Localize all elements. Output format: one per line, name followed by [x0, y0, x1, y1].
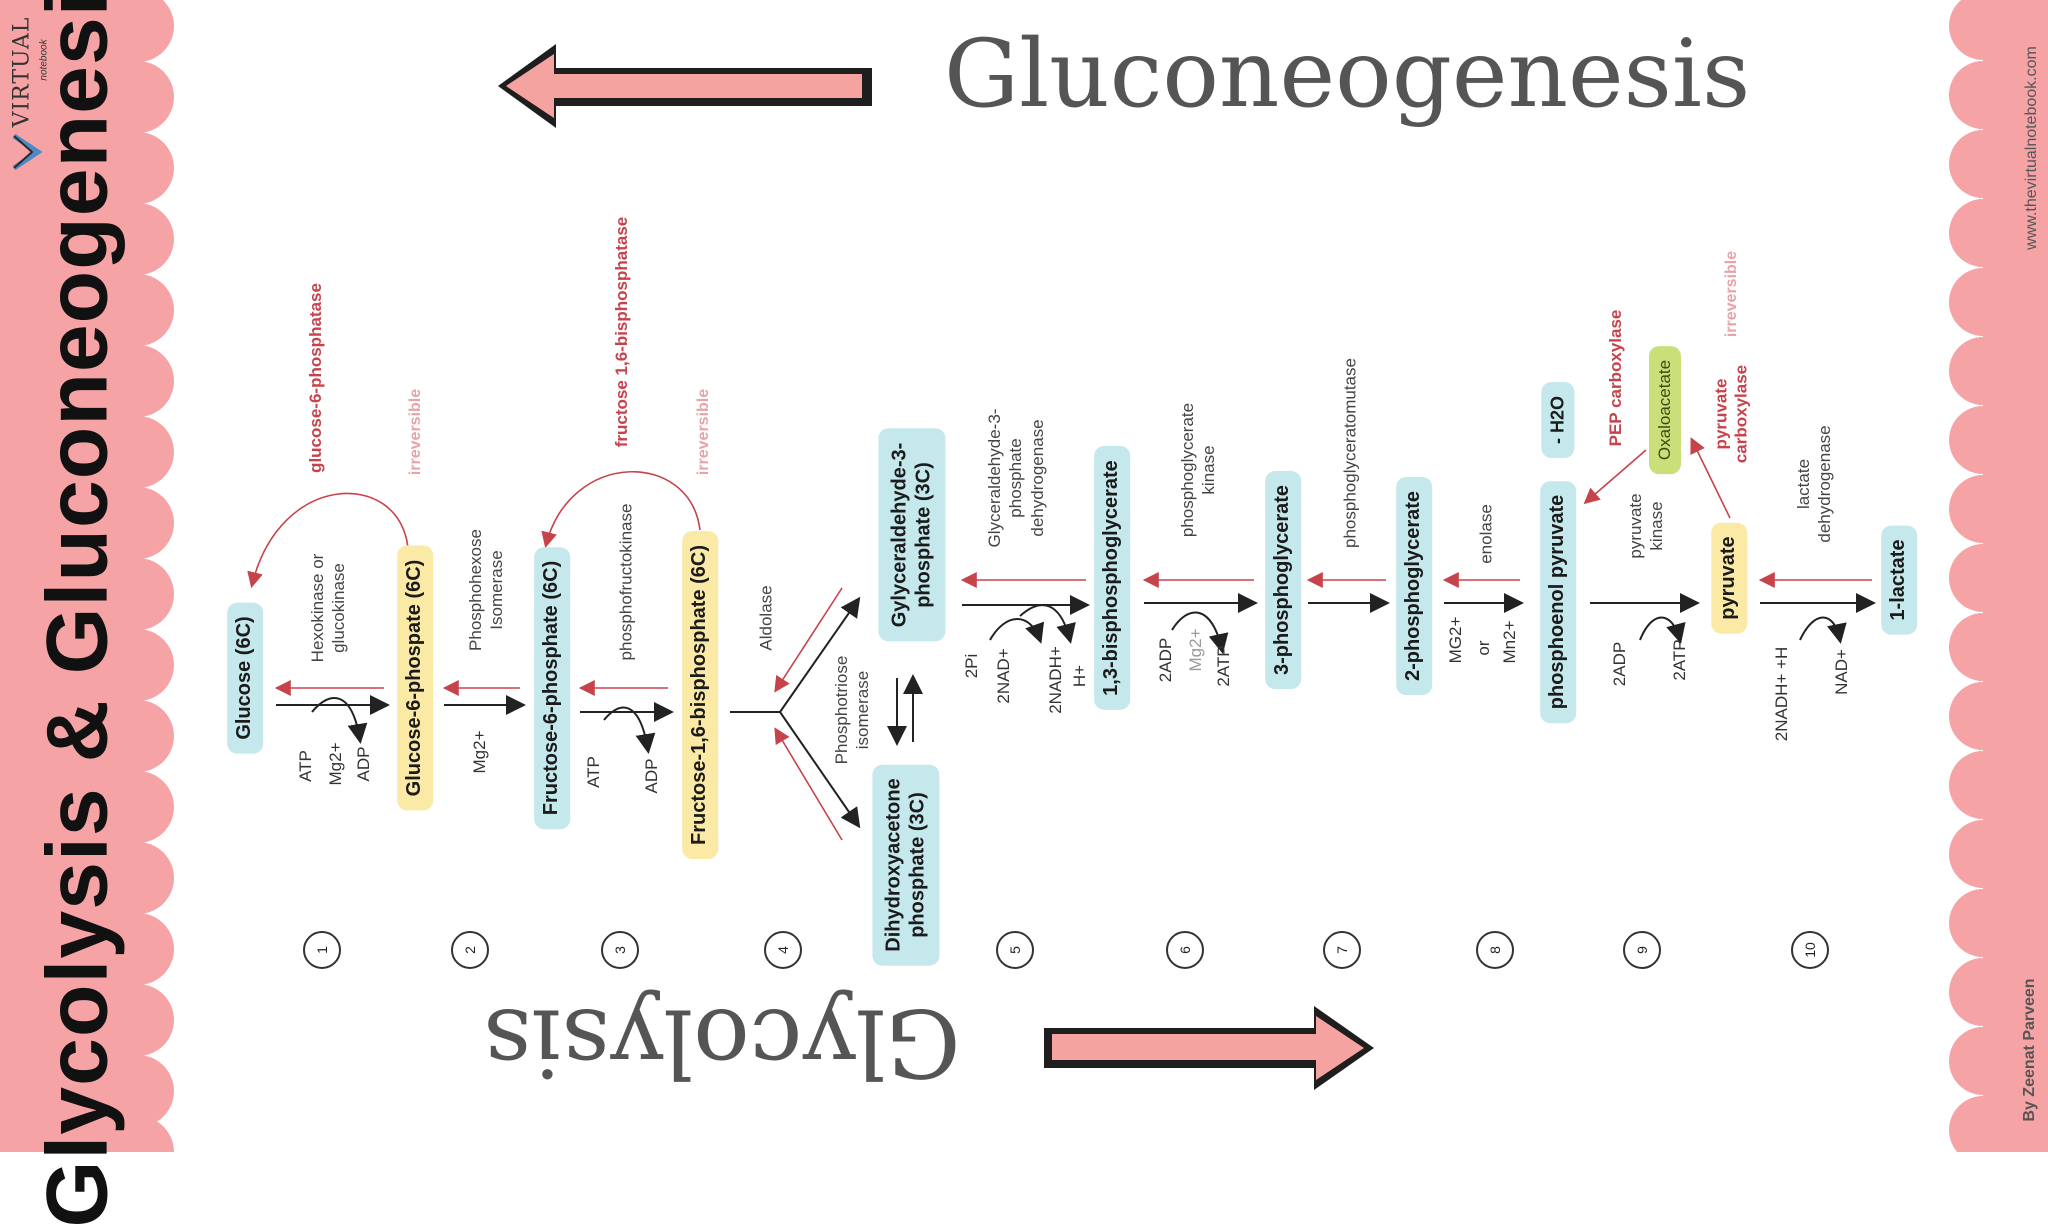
- pgk-line-2: kinase: [1199, 445, 1218, 495]
- phosphoglyceratomutase-label: phosphoglyceratomutase: [1340, 358, 1360, 548]
- s9-atp: 2ATP: [1670, 639, 1689, 681]
- s6-mg: Mg2+: [1186, 628, 1205, 672]
- phosphoenol-pyruvate-box: phosphoenol pyruvate: [1540, 480, 1576, 724]
- right-scalloped-band: [1949, 0, 2048, 1152]
- s8-mg: MG2+: [1446, 616, 1465, 664]
- pgk-line-1: phosphoglycerate: [1177, 402, 1197, 538]
- gap-line-1: Gylyceraldehyde-3-: [888, 442, 911, 628]
- 1-3-bisphosphoglycerate-box: 1,3-bisphosphoglycerate: [1094, 446, 1130, 710]
- s3-atp: ATP: [584, 756, 603, 788]
- s5-pi: 2Pi: [962, 653, 981, 679]
- s1-atp: ATP: [296, 750, 315, 782]
- phosphotriose-isomerase-label: Phosphotriose isomerase: [831, 656, 874, 765]
- irreversible-label-3: irreversible: [1723, 250, 1740, 338]
- dhap-line-2: phosphate (3C): [906, 792, 928, 938]
- s5-nad: 2NAD+: [994, 648, 1013, 704]
- step-number-2: 2: [451, 931, 489, 969]
- gapdh-line-3: dehydrogenase: [1027, 419, 1047, 537]
- phosphohexose-isomerase-label: Phosphohexose Isomerase: [465, 529, 508, 651]
- glyceraldehyde-3-phosphate-box: Gylyceraldehyde-3- phosphate (3C): [878, 428, 946, 642]
- step-number-5: 5: [996, 931, 1034, 969]
- gluconeogenesis-heading: Gluconeogenesis: [944, 20, 1751, 129]
- dhap-line-1: Dihydroxyacetone: [882, 778, 905, 952]
- step-number-7: 7: [1323, 931, 1361, 969]
- lactate-dehydrogenase-label: lactate dehydrogenase: [1793, 425, 1836, 542]
- fructose-1-6-bisphosphate-box: Fructose-1,6-bisphosphate (6C): [682, 530, 718, 860]
- oxaloacetate-box: Oxaloacetate: [1648, 345, 1682, 475]
- irreversible-label-2: irreversible: [695, 388, 712, 476]
- s8-mn: Mn2+: [1500, 620, 1519, 664]
- lactate-box: 1-lactate: [1881, 525, 1917, 635]
- left-scalloped-band: [0, 0, 174, 1152]
- aldolase-label: Aldolase: [756, 585, 776, 651]
- irreversible-label-1: irreversible: [407, 388, 424, 476]
- phosphoglycerate-kinase-label: phosphoglycerate kinase: [1177, 403, 1220, 537]
- gluconeogenesis-arrow-icon: [498, 44, 872, 128]
- phi-line-2: Isomerase: [487, 550, 506, 630]
- gapdh-label: Glyceraldehyde-3- phosphate dehydrogenas…: [984, 409, 1048, 548]
- 2-phosphoglycerate-box: 2-phosphoglycerate: [1396, 476, 1432, 696]
- ldh-line-1: lactate: [1793, 458, 1813, 510]
- phi-line-1: Phosphohexose: [465, 529, 485, 651]
- pathway-arrows: [247, 437, 1876, 841]
- glucose-6-phosphate-box: Glucose-6-phospate (6C): [397, 545, 433, 811]
- pyruvate-box: pyruvate: [1711, 522, 1747, 634]
- s10-nadh: 2NADH+ +H: [1772, 646, 1791, 742]
- step-number-10: 10: [1791, 931, 1829, 969]
- glucose-6-phosphatase-label: glucose-6-phosphatase: [305, 283, 325, 473]
- s6-adp: 2ADP: [1156, 637, 1175, 683]
- s1-mg: Mg2+: [326, 742, 345, 786]
- s5-h: H+: [1070, 664, 1089, 688]
- glucose-box: Glucose (6C): [227, 602, 263, 754]
- pk-line-1: pyruvate: [1625, 493, 1645, 559]
- logo-v-icon: [12, 133, 43, 171]
- pyruvate-kinase-label: pyruvate kinase: [1625, 493, 1668, 558]
- phosphofructokinase-label: phosphofructokinase: [616, 503, 636, 661]
- fructose-1-6-bisphosphatase-label: fructose 1,6-bisphosphatase: [611, 216, 631, 448]
- hexokinase-line-1: Hexokinase or: [307, 553, 327, 663]
- s2-mg: Mg2+: [470, 730, 489, 774]
- step-number-4: 4: [764, 931, 802, 969]
- glycolysis-arrow-icon: [1044, 1006, 1374, 1090]
- step-number-3: 3: [601, 931, 639, 969]
- step-number-1: 1: [303, 931, 341, 969]
- fructose-6-phosphate-box: Fructose-6-phosphate (6C): [534, 546, 570, 830]
- tpi-line-2: isomerase: [853, 670, 872, 750]
- s8-or: or: [1474, 640, 1493, 656]
- hexokinase-label: Hexokinase or glucokinase: [307, 554, 350, 663]
- 3-phosphoglycerate-box: 3-phosphoglycerate: [1265, 470, 1301, 690]
- gapdh-line-1: Glyceraldehyde-3-: [985, 408, 1005, 548]
- gapdh-line-2: phosphate: [1006, 438, 1026, 518]
- ldh-line-2: dehydrogenase: [1815, 425, 1834, 543]
- pc-line-1: pyruvate: [1711, 378, 1731, 450]
- s9-adp: 2ADP: [1610, 641, 1629, 687]
- pyruvate-carboxylase-label: pyruvate carboxylase: [1712, 365, 1753, 463]
- s3-adp: ADP: [642, 758, 661, 794]
- step-number-6: 6: [1166, 931, 1204, 969]
- step-number-9: 9: [1623, 931, 1661, 969]
- s5-nadh: 2NADH+: [1046, 646, 1065, 714]
- pk-line-2: kinase: [1647, 501, 1666, 551]
- s6-atp: 2ATP: [1214, 645, 1233, 687]
- gap-line-2: phosphate (3C): [912, 462, 934, 608]
- step-number-8: 8: [1476, 931, 1514, 969]
- tpi-line-1: Phosphotriose: [831, 655, 851, 765]
- s10-nad: NAD+: [1832, 649, 1851, 695]
- dihydroxyacetone-phosphate-box: Dihydroxyacetone phosphate (3C): [872, 764, 940, 966]
- pep-carboxylase-label: PEP carboxylase: [1605, 309, 1625, 447]
- pc-line-2: carboxylase: [1732, 364, 1751, 464]
- hexokinase-line-2: glucokinase: [329, 563, 348, 653]
- s1-adp: ADP: [354, 746, 373, 782]
- h2o-box: - H2O: [1541, 381, 1575, 459]
- enolase-label: enolase: [1476, 504, 1496, 564]
